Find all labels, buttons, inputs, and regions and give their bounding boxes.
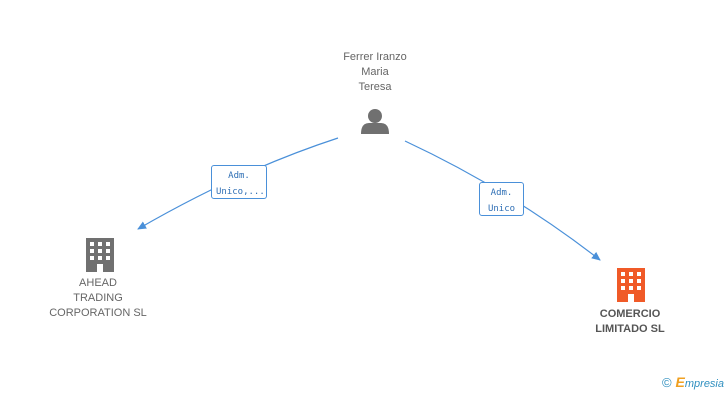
edge-label-adm-unico-multi[interactable]: Adm. Unico,... [211,165,267,199]
person-icon[interactable] [361,109,389,134]
edge-label-adm-unico[interactable]: Adm. Unico [479,182,524,216]
company-ahead-label[interactable]: AHEAD TRADING CORPORATION SL [49,277,147,319]
company-comercio-label[interactable]: COMERCIO LIMITADO SL [595,308,665,335]
person-name-label[interactable]: Ferrer Iranzo Maria Teresa [343,51,407,93]
copyright-icon: © [661,374,672,390]
building-icon[interactable] [86,238,114,272]
brand-logo[interactable]: Empresia [675,374,724,390]
footer-brand: © Empresia [662,374,724,390]
building-icon-highlighted[interactable] [617,268,645,302]
